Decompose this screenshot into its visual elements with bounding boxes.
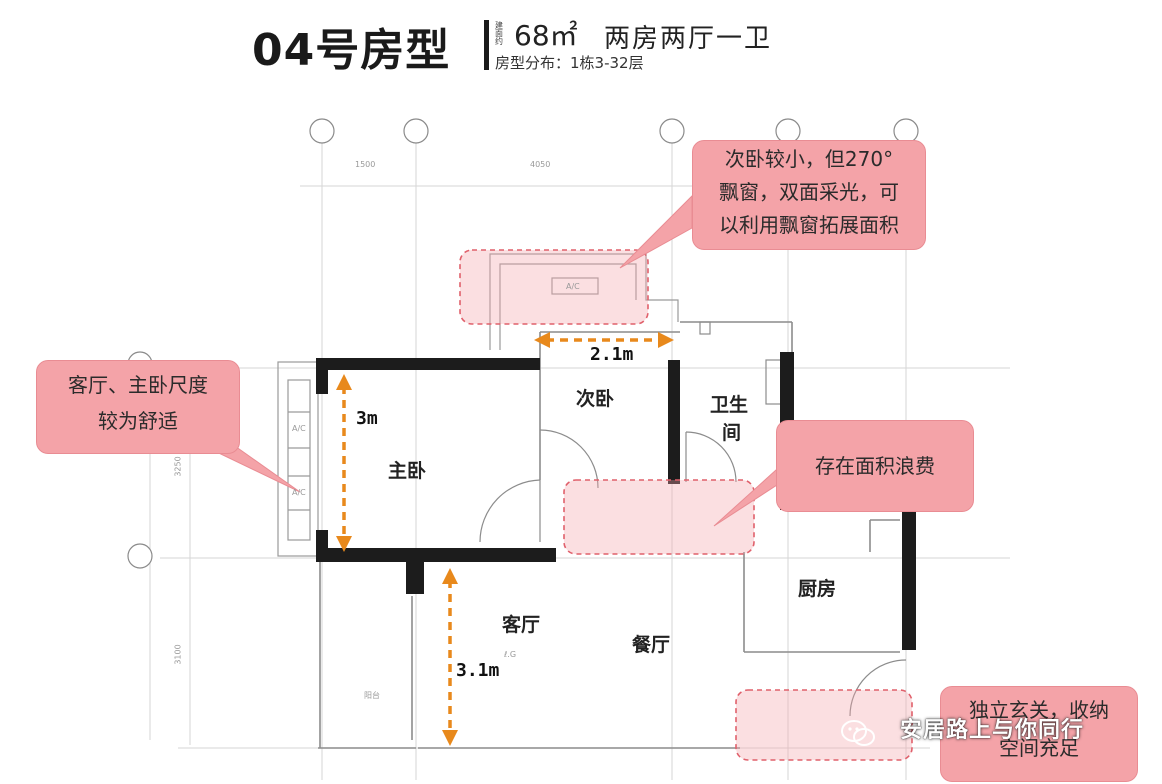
callout-living-line2: 较为舒适 — [98, 409, 178, 433]
callout-second-bedroom-line1: 次卧较小，但270° — [724, 147, 894, 171]
balcony-left — [277, 361, 319, 557]
room-bathroom-line2: 间 — [722, 422, 742, 444]
room-second-bedroom: 次卧 — [576, 388, 615, 410]
dim-left-lower: 3100 — [173, 644, 183, 665]
callout-second-bedroom-line3: 以利用飘窗拓展面积 — [719, 213, 899, 237]
header-divider — [484, 20, 489, 70]
layout-name: 两房两厅一卫 — [604, 24, 773, 54]
dim-master-bedroom: 3m — [356, 408, 378, 429]
small-label: ℓ.G — [504, 650, 517, 659]
callout-second-bedroom-line2: 飘窗，双面采光，可 — [719, 180, 899, 204]
room-dining: 餐厅 — [632, 634, 671, 656]
callout-area-waste: 存在面积浪费 — [776, 420, 974, 512]
thick-walls — [316, 352, 916, 650]
dim-top-left: 1500 — [355, 160, 376, 169]
ac-label-left: A/C — [292, 424, 306, 433]
callout-entrance: 独立玄关，收纳 空间充足 — [940, 686, 1138, 782]
highlight-regions — [459, 249, 913, 761]
dim-top-middle: 4050 — [530, 160, 551, 169]
area-label: 建面约 — [495, 21, 503, 46]
room-living: 客厅 — [502, 614, 541, 636]
bay-window — [489, 253, 679, 350]
ac-label-top: A/C — [566, 282, 580, 291]
dimension-arrows — [336, 332, 674, 746]
room-kitchen: 厨房 — [798, 578, 837, 600]
wechat-icon — [841, 720, 875, 746]
callout-entrance-line1: 独立玄关，收纳 — [969, 698, 1109, 722]
thin-walls — [318, 321, 900, 749]
room-bathroom-line1: 卫生 — [710, 394, 749, 416]
callout-living-line1: 客厅、主卧尺度 — [68, 373, 208, 397]
watermark-text: 安居路上与你同行 — [900, 718, 1085, 743]
unit-distribution: 房型分布：1栋3-32层 — [495, 54, 644, 72]
callout-living-master: 客厅、主卧尺度 较为舒适 — [36, 360, 240, 454]
dim-living-room: 3.1m — [456, 660, 500, 681]
dim-left-upper: 3250 — [173, 456, 183, 477]
balcony-label: 阳台 — [364, 691, 380, 700]
area-value: 68㎡ — [514, 19, 578, 52]
callout-entrance-line2: 空间充足 — [999, 736, 1079, 760]
dim-second-bedroom: 2.1m — [590, 344, 634, 365]
callout-second-bedroom: 次卧较小，但270° 飘窗，双面采光，可 以利用飘窗拓展面积 — [692, 140, 926, 250]
ac-label-left-2: A/C — [292, 488, 306, 497]
floor-plan-title: 04号房型 — [252, 25, 451, 76]
room-master-bedroom: 主卧 — [388, 460, 427, 482]
